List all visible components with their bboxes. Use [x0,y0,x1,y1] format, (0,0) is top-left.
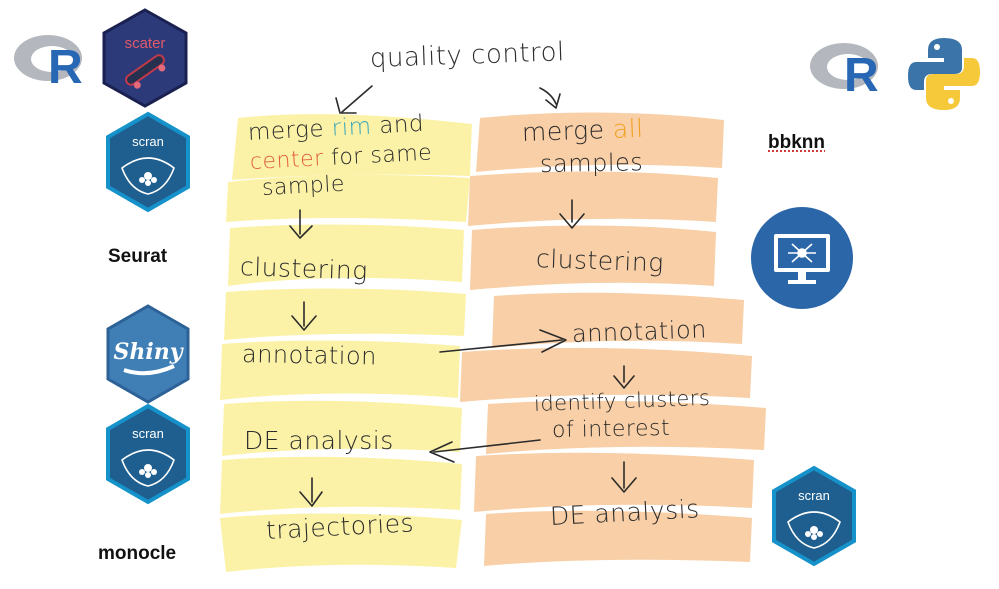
scran-hex-icon: scran [106,111,190,213]
r-logo-icon: R [810,43,879,102]
scran-hex-icon: scran [772,465,856,567]
r-logo-letter: R [844,49,879,102]
right-all-word: all [612,113,645,144]
right-identify-line2: of interest [551,415,671,443]
scran-text: scran [132,134,164,149]
left-merge-word: merge [247,116,325,146]
scater-text: scater [125,35,166,52]
single-cell-monitor-icon [751,207,853,309]
right-merge-line2: samples [539,148,644,178]
monocle-label: monocle [98,543,177,564]
scran-text: scran [798,488,830,503]
r-logo-letter: R [48,41,83,94]
left-and-word: and [378,110,425,140]
scran-hex-icon: scran [106,403,190,505]
scater-hex-icon: scater [102,8,188,108]
right-merge-line1: merge all [521,114,644,147]
scran-text: scran [132,426,164,441]
r-logo-icon: R [14,35,83,94]
shiny-hex-icon: Shiny [106,304,190,404]
left-center-word: center [249,146,325,175]
bbknn-label: bbknn [768,132,825,153]
left-clustering: clustering [239,252,369,286]
right-clustering: clustering [535,244,665,278]
left-rim-word: rim [331,113,373,142]
left-merge-line3: sample [261,171,346,201]
python-logo-icon [908,38,980,110]
left-for-same-words: for same [330,140,433,171]
shiny-text: Shiny [113,339,184,365]
seurat-label: Seurat [108,246,168,267]
right-annotation: annotation [571,315,708,348]
left-annotation: annotation [241,340,378,371]
left-de-analysis: DE analysis [244,426,394,455]
right-merge-word: merge [521,115,605,147]
